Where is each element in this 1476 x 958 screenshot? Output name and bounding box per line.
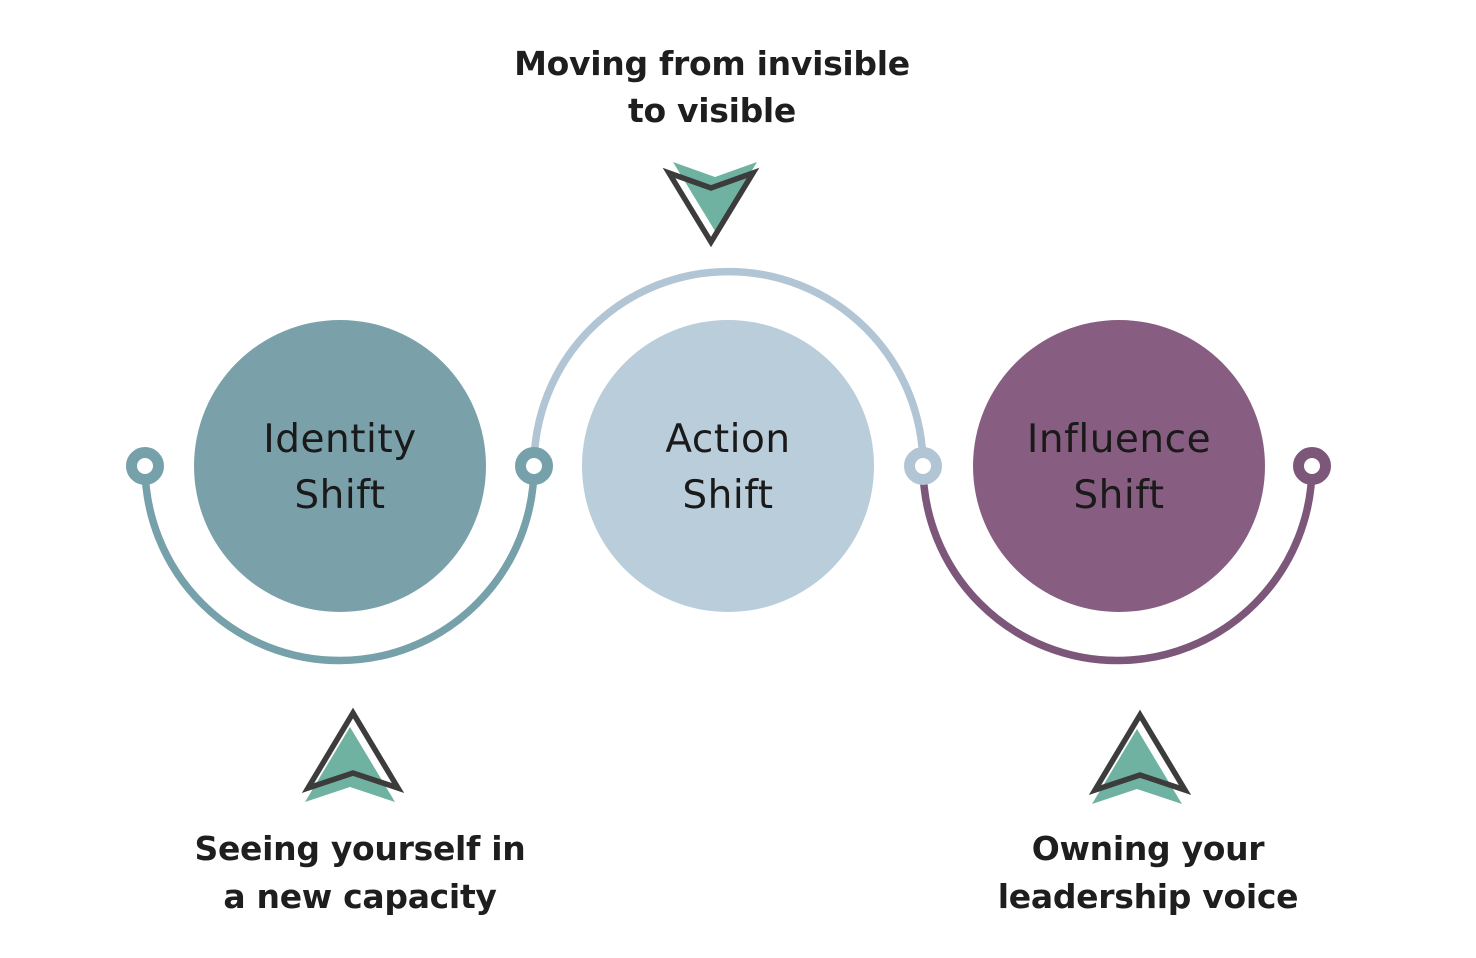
- up-arrow-left-outline-shape: [301, 707, 405, 793]
- top-annotation-line1: Moving from invisible: [514, 44, 910, 83]
- bottom-right-annotation-line1: Owning your: [1032, 829, 1266, 868]
- bottom-left-annotation-line2: a new capacity: [223, 877, 496, 916]
- influence-shift-circle: [973, 320, 1265, 612]
- down-arrow-outline-shape: [662, 167, 760, 248]
- bottom-right-annotation: Owning your leadership voice: [998, 709, 1299, 916]
- influence-shift-node: Influence Shift: [973, 320, 1265, 612]
- identity-shift-label-line1: Identity: [263, 417, 416, 462]
- identity-shift-circle: [194, 320, 486, 612]
- identity-shift-node: Identity Shift: [194, 320, 486, 612]
- connector-arcs: [141, 267, 1316, 665]
- connector-endpoint-far-right: [1293, 447, 1331, 485]
- connector-endpoint-far-left: [126, 447, 164, 485]
- connector-endpoint-left-middle: [515, 447, 553, 485]
- action-arc-connector: [530, 267, 927, 470]
- down-arrow-icon: [662, 162, 760, 248]
- top-annotation-line2: to visible: [628, 91, 796, 130]
- connector-endpoints: [126, 447, 1331, 485]
- identity-arc-connector: [141, 462, 538, 665]
- identity-shift-label-line2: Shift: [294, 473, 385, 518]
- influence-arc-connector: [919, 462, 1316, 665]
- influence-shift-label-line1: Influence: [1027, 417, 1211, 462]
- influence-shift-label-line2: Shift: [1073, 473, 1164, 518]
- up-arrow-icon-right: [1088, 709, 1192, 804]
- action-shift-circle: [582, 320, 874, 612]
- action-shift-label-line1: Action: [665, 417, 790, 462]
- up-arrow-right-outline-shape: [1088, 709, 1192, 795]
- bottom-left-annotation-line1: Seeing yourself in: [195, 829, 526, 868]
- action-shift-label-line2: Shift: [682, 473, 773, 518]
- connector-endpoint-middle-right: [904, 447, 942, 485]
- bottom-left-annotation: Seeing yourself in a new capacity: [195, 707, 526, 916]
- up-arrow-icon-left: [301, 707, 405, 802]
- bottom-right-annotation-line2: leadership voice: [998, 877, 1298, 916]
- action-shift-node: Action Shift: [582, 320, 874, 612]
- top-annotation: Moving from invisible to visible: [514, 44, 910, 248]
